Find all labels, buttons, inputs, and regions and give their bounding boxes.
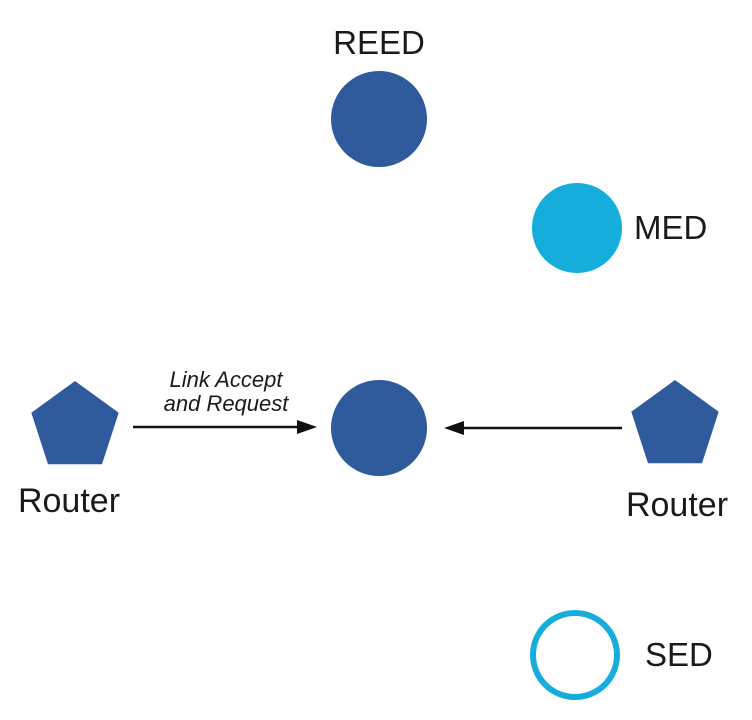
arrow-right-router-to-center xyxy=(444,421,622,435)
edge-label-line2: and Request xyxy=(164,391,290,416)
router-left-pentagon xyxy=(31,381,119,465)
med-node-circle xyxy=(532,183,622,273)
router-right-label: Router xyxy=(626,486,728,524)
med-label: MED xyxy=(634,209,707,246)
arrow-right-head xyxy=(444,421,464,435)
arrow-left-head xyxy=(297,420,317,434)
arrow-left-router-to-center xyxy=(133,420,317,434)
router-right-pentagon xyxy=(631,380,719,464)
center-node-circle xyxy=(331,380,427,476)
edge-label-link-accept-and-request: Link Accept and Request xyxy=(164,367,290,416)
sed-label: SED xyxy=(645,636,713,673)
reed-node-circle xyxy=(331,71,427,167)
sed-node-circle xyxy=(530,610,620,700)
router-left-label: Router xyxy=(18,482,120,520)
edge-label-line1: Link Accept xyxy=(170,367,284,392)
reed-label: REED xyxy=(333,24,425,61)
